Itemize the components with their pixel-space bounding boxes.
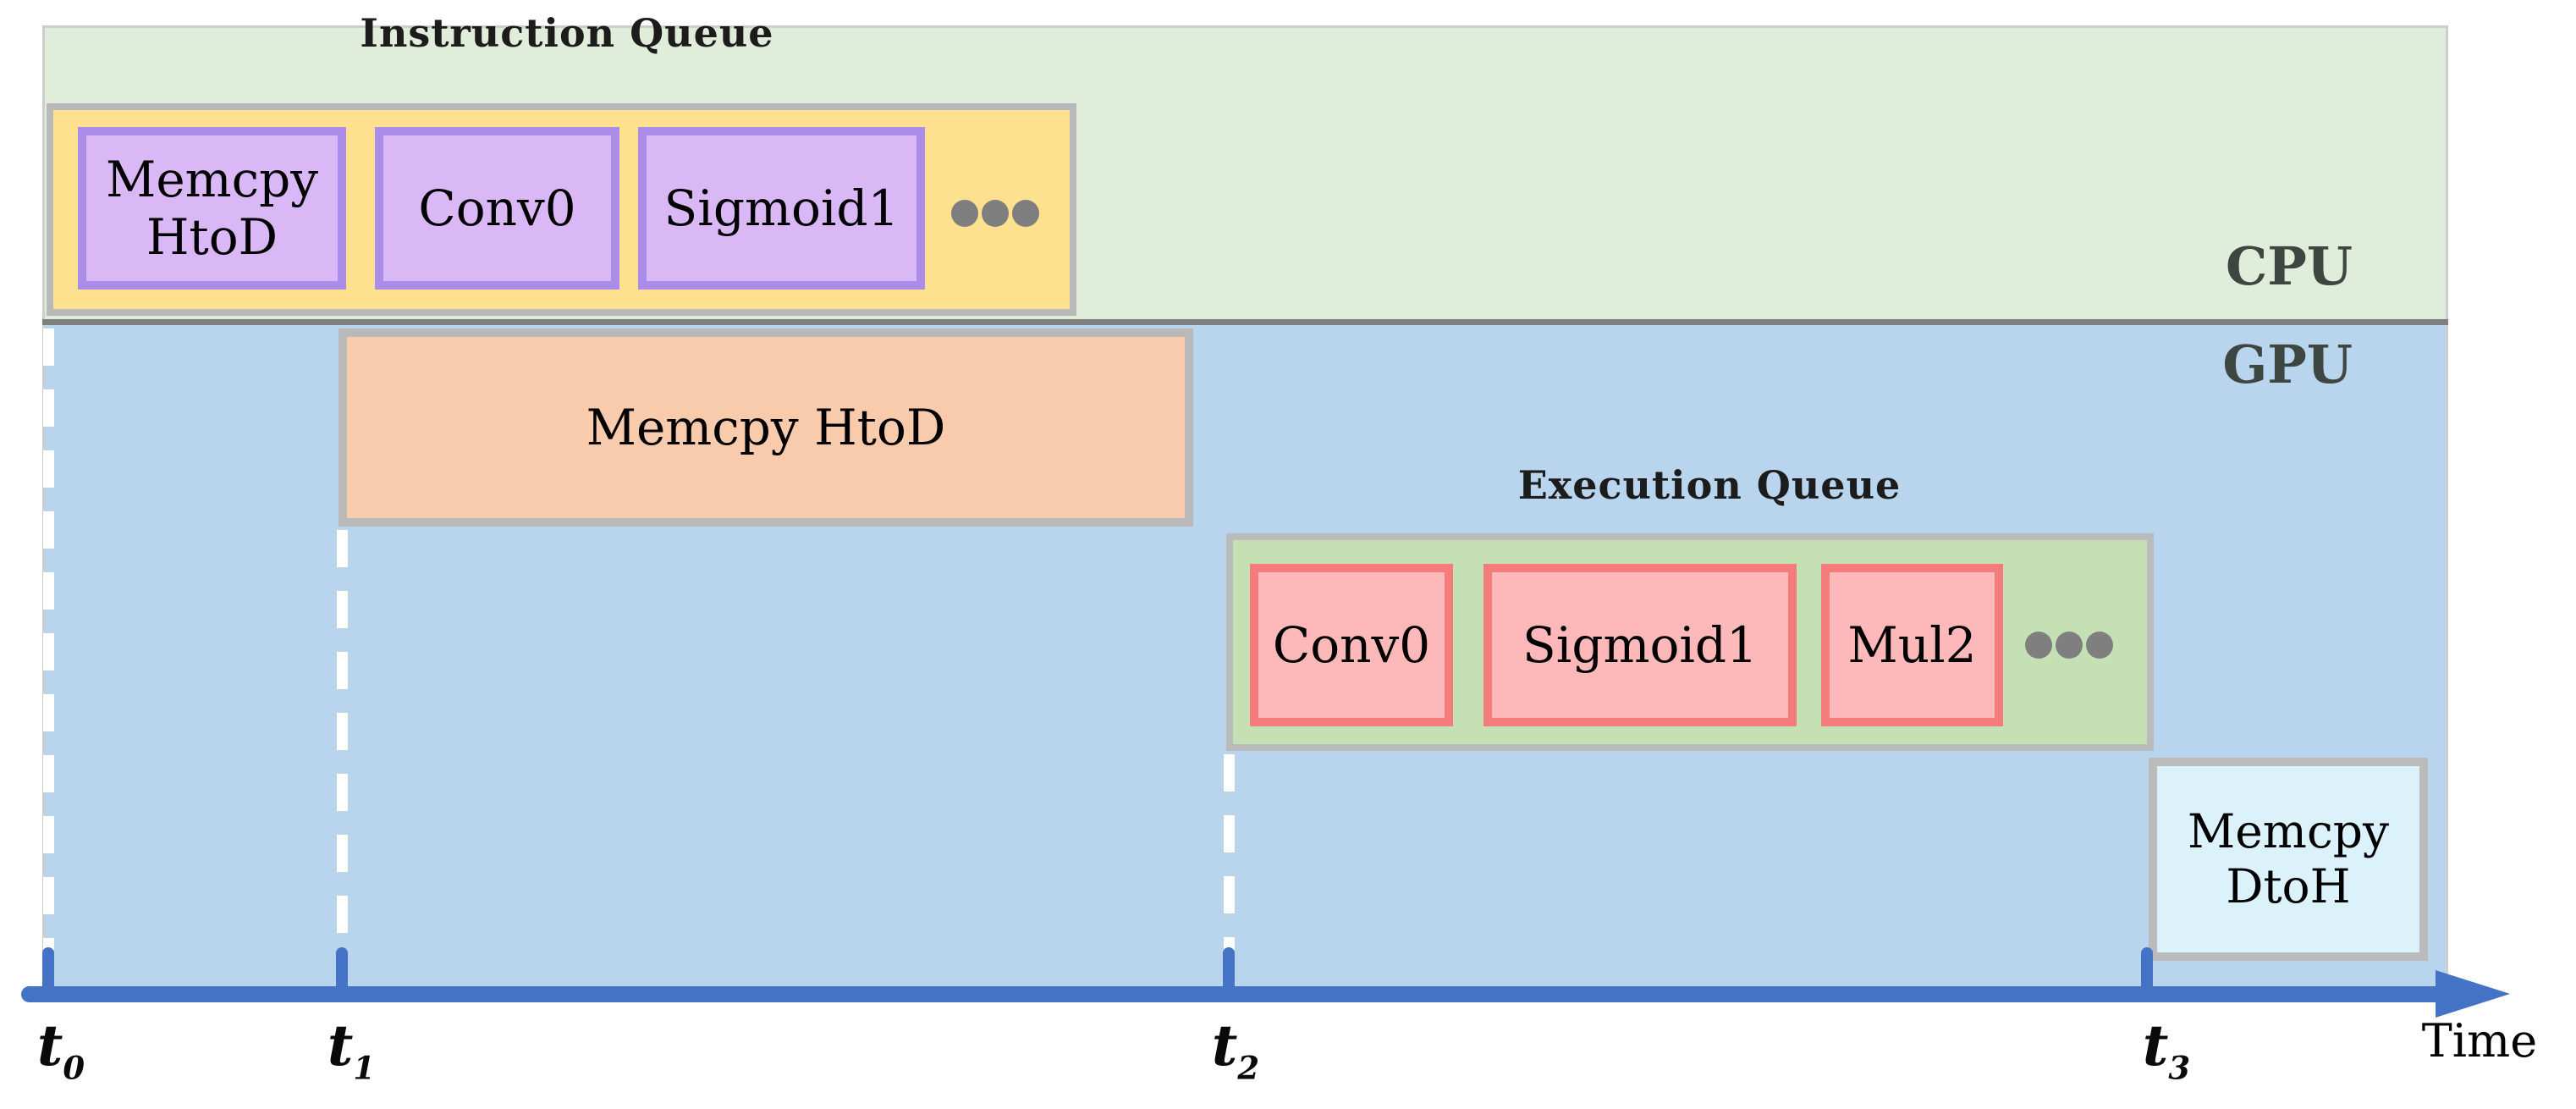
tick-label-t3: t3 xyxy=(2142,1012,2191,1087)
execution-mul2: Mul2 xyxy=(1821,564,2003,726)
instruction-conv0-label: Conv0 xyxy=(418,179,576,237)
execution-conv0: Conv0 xyxy=(1250,564,1453,726)
axis-tick-t2 xyxy=(1223,947,1235,986)
cpu-lane-label: CPU xyxy=(2225,235,2353,297)
execution-queue-ellipsis-icon xyxy=(2025,632,2113,659)
dashed-line-t2 xyxy=(1224,754,1235,950)
tick-label-t2: t2 xyxy=(1211,1012,1260,1087)
execution-mul2-label: Mul2 xyxy=(1847,615,1977,674)
axis-tick-t0 xyxy=(42,947,54,986)
axis-tick-t3 xyxy=(2141,947,2153,986)
gpu-memcpy-dtoh-label: Memcpy DtoH xyxy=(2187,804,2390,913)
execution-conv0-label: Conv0 xyxy=(1272,615,1431,674)
instruction-memcpy-htod: Memcpy HtoD xyxy=(78,127,346,290)
gpu-lane-label: GPU xyxy=(2222,334,2353,395)
tick-label-t0: t0 xyxy=(36,1012,85,1087)
gpu-memcpy-dtoh: Memcpy DtoH xyxy=(2149,758,2428,961)
instruction-queue-ellipsis-icon xyxy=(951,200,1039,227)
gpu-memcpy-htod: Memcpy HtoD xyxy=(339,328,1193,527)
execution-sigmoid1-label: Sigmoid1 xyxy=(1522,615,1758,674)
instruction-conv0: Conv0 xyxy=(375,127,619,290)
execution-queue-title: Execution Queue xyxy=(1517,462,1902,508)
instruction-sigmoid1-label: Sigmoid1 xyxy=(663,179,900,237)
execution-sigmoid1: Sigmoid1 xyxy=(1483,564,1797,726)
instruction-memcpy-htod-label: Memcpy HtoD xyxy=(105,150,319,266)
tick-label-t1: t1 xyxy=(327,1012,376,1087)
instruction-sigmoid1: Sigmoid1 xyxy=(638,127,925,290)
dashed-line-t0 xyxy=(43,328,54,950)
cpu-gpu-divider xyxy=(42,319,2448,325)
axis-tick-t1 xyxy=(336,947,348,986)
time-axis-arrowhead-icon xyxy=(2436,970,2510,1018)
dashed-line-t1 xyxy=(337,530,348,950)
time-axis xyxy=(21,986,2446,1002)
instruction-queue-title: Instruction Queue xyxy=(360,10,774,56)
gpu-memcpy-htod-label: Memcpy HtoD xyxy=(586,398,946,456)
time-axis-label: Time xyxy=(2421,1014,2538,1068)
